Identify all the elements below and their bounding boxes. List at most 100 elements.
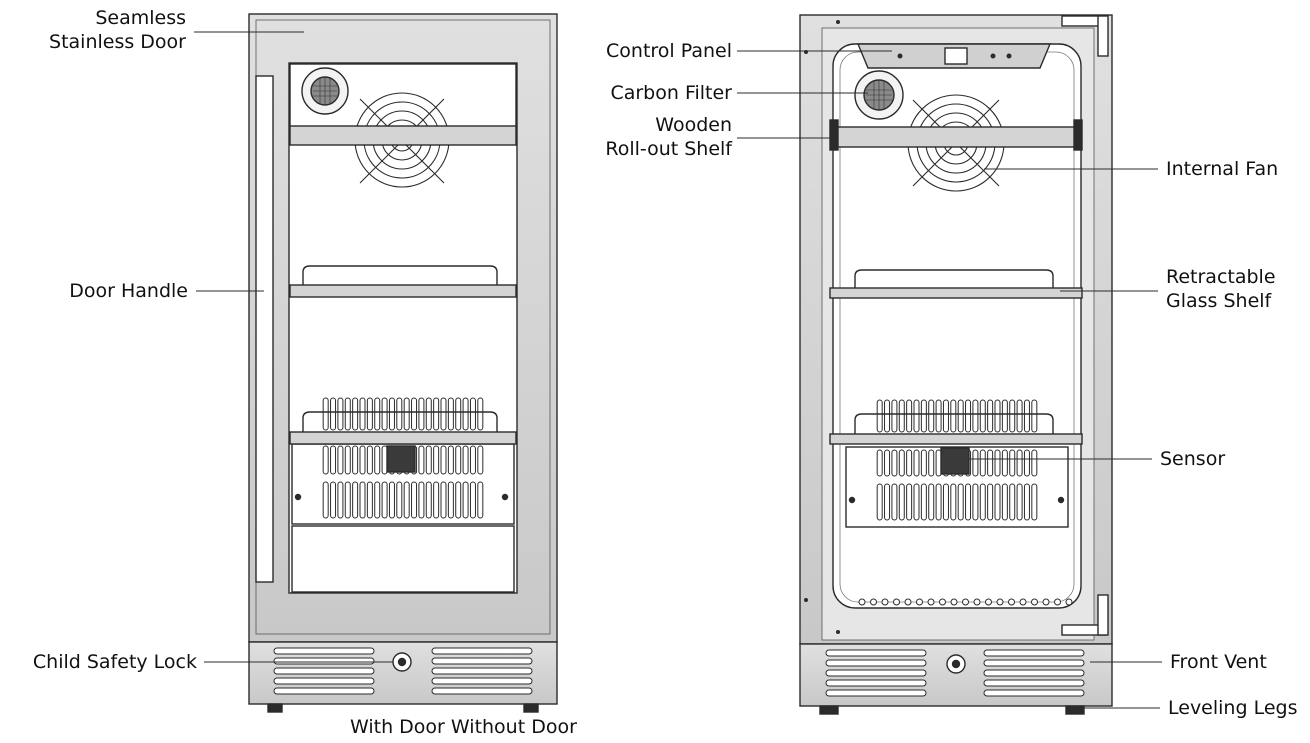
vent-slat — [418, 445, 425, 475]
vent-slat — [322, 397, 329, 431]
vent-slat — [433, 481, 440, 519]
vent-slat — [344, 481, 351, 519]
vent-slat — [469, 481, 476, 519]
vent-slat — [374, 397, 381, 431]
vent-slat — [403, 397, 410, 431]
vent-slat — [972, 449, 979, 477]
vent-slat — [455, 445, 462, 475]
vent-slat — [1001, 449, 1008, 477]
vent-slat — [396, 397, 403, 431]
vent-slat — [477, 481, 484, 519]
kick-plate-slot — [431, 647, 533, 655]
vent-slat — [965, 483, 972, 521]
kick-plate-slot — [825, 679, 927, 687]
vent-slat — [374, 445, 381, 475]
vent-slat — [1001, 399, 1008, 433]
liner-bump — [1065, 598, 1073, 606]
vent-slat — [330, 481, 337, 519]
vent-slat — [935, 399, 942, 433]
vent-slat — [352, 445, 359, 475]
wooden-shelf — [835, 126, 1079, 148]
vent-slat — [876, 483, 883, 521]
label-sensor: Sensor — [1160, 448, 1226, 470]
vent-slat — [359, 445, 366, 475]
vent-slat — [1031, 483, 1038, 521]
vent-slat — [891, 449, 898, 477]
liner-bump — [939, 598, 946, 606]
shelf-2 — [289, 284, 517, 298]
vent-slat — [898, 399, 905, 433]
liner-bump — [962, 598, 969, 606]
fridge-with-door — [248, 13, 558, 713]
label-door-handle: Door Handle — [69, 280, 188, 302]
vent-slat — [1016, 483, 1023, 521]
vent-slat — [440, 397, 447, 431]
vent-slat — [957, 399, 964, 433]
vent-slat — [396, 481, 403, 519]
vent-slat — [462, 397, 469, 431]
liner-bump — [1008, 598, 1015, 606]
kick-plate-slot — [825, 649, 927, 657]
vent-slat — [1016, 399, 1023, 433]
glass-shelf — [829, 287, 1083, 299]
vent-slat — [920, 449, 927, 477]
vent-slat — [994, 399, 1001, 433]
vent-slat — [418, 481, 425, 519]
label-internal-fan: Internal Fan — [1166, 158, 1279, 180]
vent-slat — [403, 481, 410, 519]
kick-plate-slot — [825, 689, 927, 697]
vent-slat — [920, 399, 927, 433]
vent-slat — [979, 399, 986, 433]
vent-slat — [418, 397, 425, 431]
vent-slat — [898, 449, 905, 477]
vent-slat — [447, 445, 454, 475]
vent-slat — [928, 449, 935, 477]
vent-slat — [884, 449, 891, 477]
vent-slat — [433, 445, 440, 475]
vent-slat — [366, 445, 373, 475]
vent-slat — [913, 483, 920, 521]
vent-slat — [928, 399, 935, 433]
shelf-3 — [289, 431, 517, 445]
vent-slat — [1009, 399, 1016, 433]
label-seamless-door: Seamless Stainless Door — [20, 6, 186, 54]
liner-bump — [858, 598, 866, 606]
vent-slat — [972, 483, 979, 521]
liner-bump — [1019, 598, 1027, 606]
vent-slat — [906, 449, 913, 477]
caption-without-door: Without Door — [450, 716, 577, 738]
sensor-left — [386, 445, 416, 473]
kick-plate-slot — [983, 679, 1085, 687]
label-wooden-shelf-line2: Roll-out Shelf — [605, 138, 732, 160]
vent-slat — [987, 449, 994, 477]
caption-with-door: With Door — [350, 716, 445, 738]
vent-slat — [322, 481, 329, 519]
label-control-panel: Control Panel — [606, 40, 732, 62]
vent-slat — [322, 445, 329, 475]
vent-slat — [942, 483, 949, 521]
liner-bump — [870, 598, 877, 606]
liner-bump — [950, 598, 958, 606]
vent-slat — [1001, 483, 1008, 521]
vent-slat — [425, 397, 432, 431]
vent-slat — [994, 483, 1001, 521]
vent-slat — [469, 445, 476, 475]
vent-slat — [987, 483, 994, 521]
kick-plate-slot — [983, 649, 1085, 657]
vent-slat — [352, 397, 359, 431]
vent-slat — [972, 399, 979, 433]
vent-slat — [1023, 483, 1030, 521]
vent-slat — [352, 481, 359, 519]
vent-slat — [388, 397, 395, 431]
label-child-safety-lock: Child Safety Lock — [32, 651, 197, 673]
vent-slat — [950, 483, 957, 521]
kick-plate-slot — [273, 677, 375, 685]
vent-slat — [906, 483, 913, 521]
vent-slat — [447, 481, 454, 519]
vent-slat — [411, 397, 418, 431]
kick-plate-slot — [431, 677, 533, 685]
vent-slat — [337, 481, 344, 519]
vent-slat — [477, 445, 484, 475]
vent-slat — [381, 481, 388, 519]
vent-slat — [942, 399, 949, 433]
